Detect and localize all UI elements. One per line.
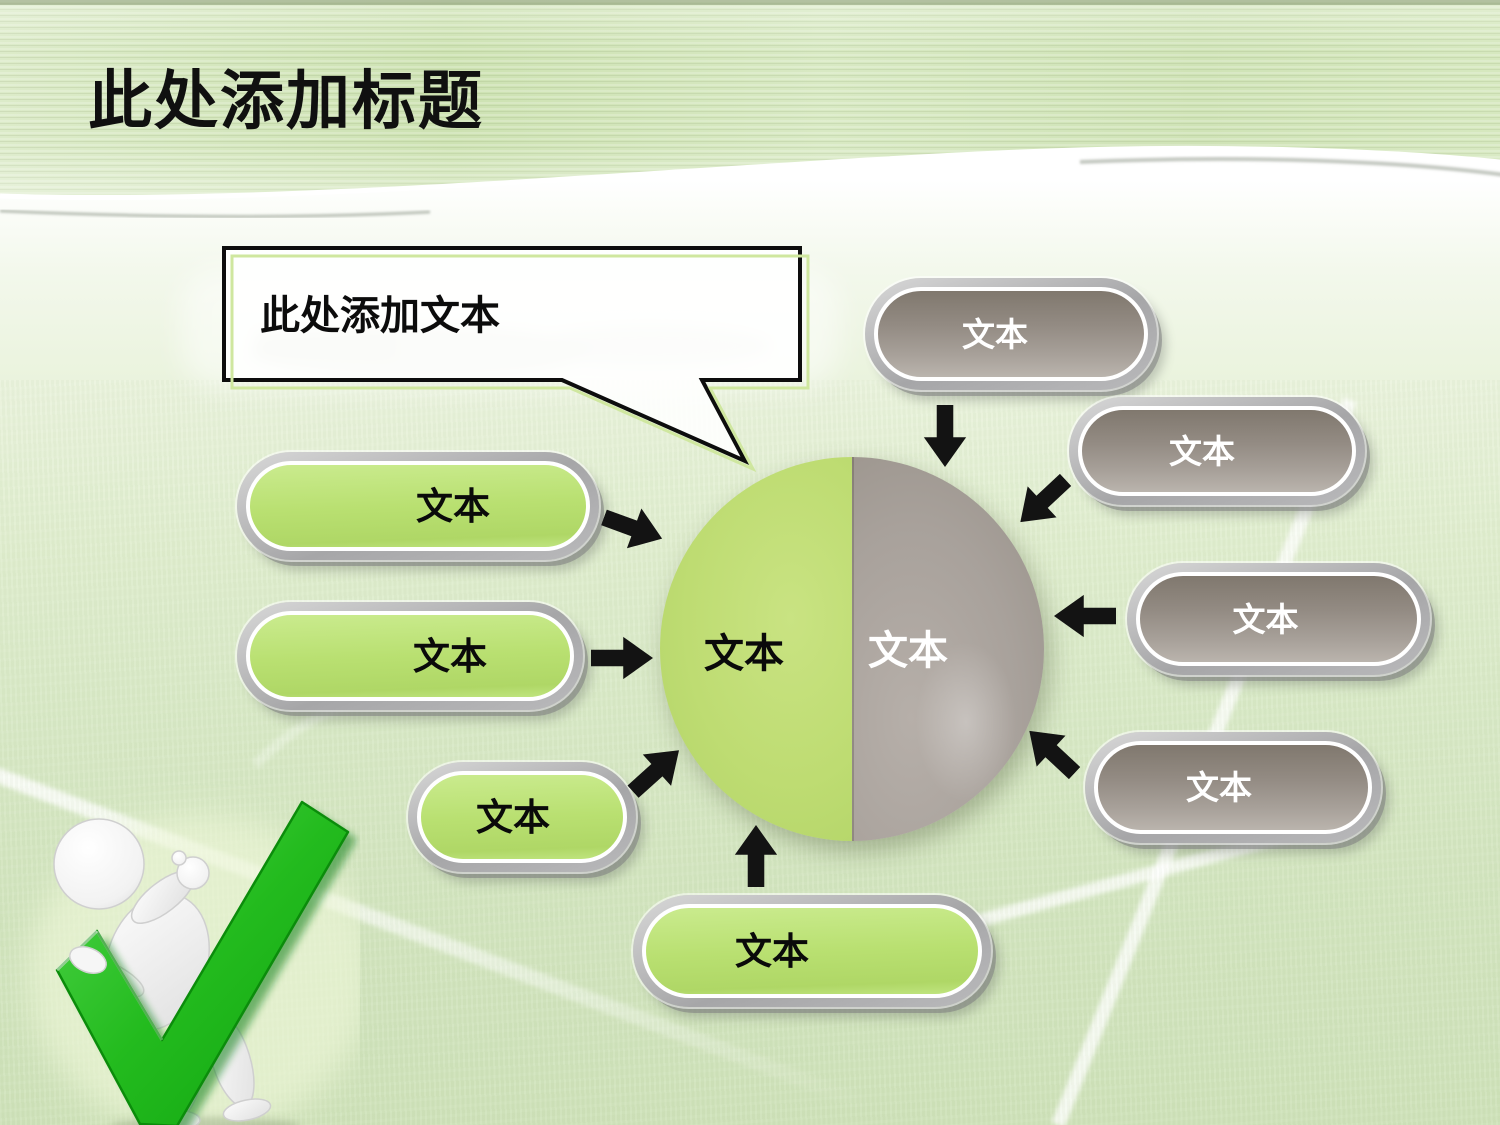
green-pill-3[interactable]: 文本: [408, 762, 636, 872]
green-pill-1-label: 文本: [416, 485, 490, 527]
green-pill-4[interactable]: 文本: [633, 895, 991, 1007]
gray-pill-2-label: 文本: [1169, 432, 1235, 470]
green-pill-2-label: 文本: [413, 635, 487, 677]
green-pill-3-label: 文本: [476, 796, 550, 838]
header-band: [0, 0, 1500, 218]
circle-right-label: 文本: [868, 629, 948, 673]
gray-pill-2[interactable]: 文本: [1069, 397, 1365, 505]
circle-right-half: [852, 457, 1044, 841]
gray-pill-3[interactable]: 文本: [1127, 563, 1430, 675]
arrow-icon[interactable]: [1054, 593, 1116, 639]
green-pill-2[interactable]: 文本: [237, 602, 583, 710]
arrow-icon[interactable]: [596, 496, 670, 560]
green-pill-1[interactable]: 文本: [237, 452, 599, 560]
slide-title[interactable]: 此处添加标题: [88, 65, 484, 137]
gray-pill-1-label: 文本: [962, 315, 1028, 353]
gray-pill-1[interactable]: 文本: [865, 278, 1157, 390]
gray-pill-4-label: 文本: [1186, 769, 1252, 806]
center-circle[interactable]: 文本 文本: [660, 457, 1044, 841]
arrow-icon[interactable]: [591, 636, 653, 680]
gray-pill-3-label: 文本: [1232, 600, 1299, 638]
green-pill-4-label: 文本: [735, 930, 809, 972]
gray-pill-4[interactable]: 文本: [1085, 732, 1381, 843]
callout-bubble[interactable]: [210, 240, 830, 480]
person-checkmark-clipart[interactable]: [0, 780, 360, 1125]
circle-left-label: 文本: [704, 632, 784, 676]
callout-text[interactable]: 此处添加文本: [260, 294, 500, 338]
